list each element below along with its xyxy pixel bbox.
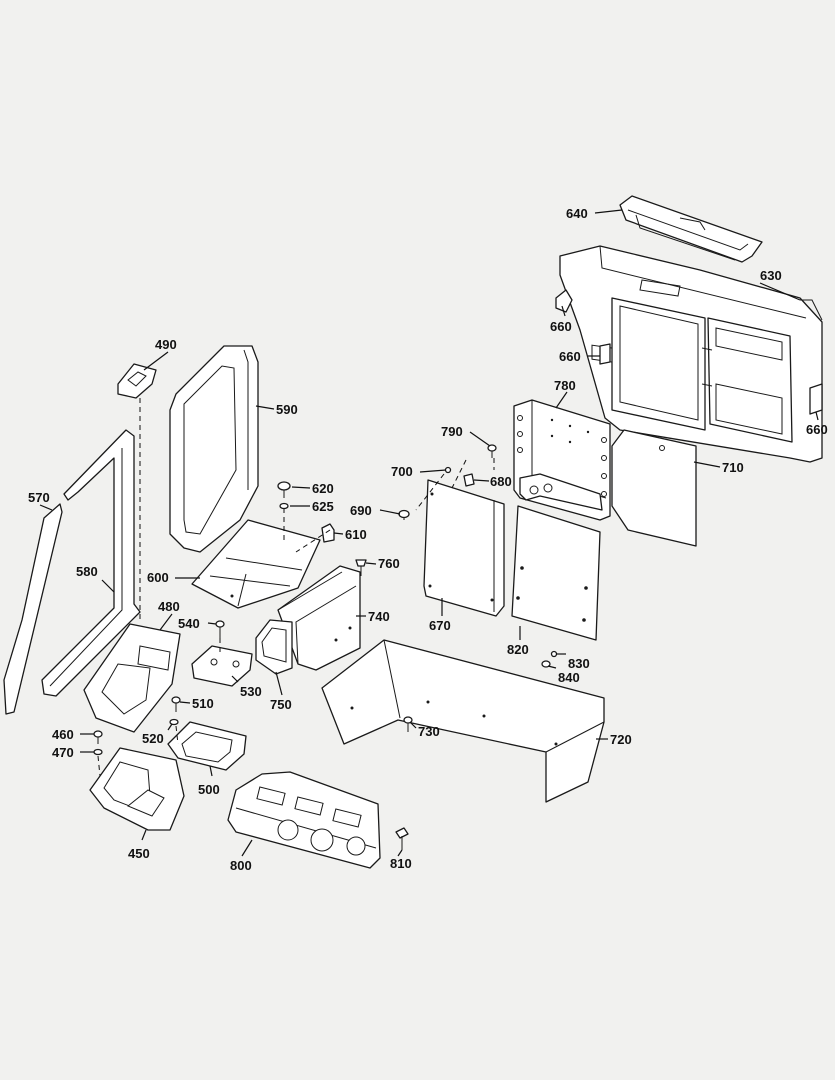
callout-500: 500 bbox=[198, 782, 220, 797]
callout-790: 790 bbox=[441, 424, 463, 439]
callout-780: 780 bbox=[554, 378, 576, 393]
part-740-duct-box bbox=[277, 565, 361, 671]
part-630-rear-wall-panel bbox=[559, 245, 823, 463]
callout-640: 640 bbox=[566, 206, 588, 221]
part-750-grille bbox=[255, 619, 293, 675]
part-810-screw bbox=[395, 827, 409, 850]
callout-610: 610 bbox=[345, 527, 367, 542]
callout-530: 530 bbox=[240, 684, 262, 699]
callout-760: 760 bbox=[378, 556, 400, 571]
part-610-clip bbox=[321, 523, 335, 543]
part-720-side-panel bbox=[321, 639, 605, 803]
part-480-floor-plate bbox=[83, 623, 181, 733]
callout-730: 730 bbox=[418, 724, 440, 739]
callout-690: 690 bbox=[350, 503, 372, 518]
callout-470: 470 bbox=[52, 745, 74, 760]
part-620-knob bbox=[277, 481, 291, 498]
part-510-screw bbox=[171, 696, 181, 712]
part-600-floor-cover bbox=[191, 519, 321, 609]
callout-590: 590 bbox=[276, 402, 298, 417]
leader-lines bbox=[39, 209, 819, 857]
part-710-cover-plate bbox=[611, 429, 697, 547]
part-570-trim-strip bbox=[3, 503, 63, 715]
part-800-dash-panel bbox=[227, 771, 381, 869]
part-660-clip-right bbox=[809, 383, 823, 415]
callout-450: 450 bbox=[128, 846, 150, 861]
callout-600: 600 bbox=[147, 570, 169, 585]
callout-540: 540 bbox=[178, 616, 200, 631]
part-540-screw bbox=[215, 620, 225, 638]
part-780-bracket bbox=[513, 399, 611, 521]
part-450-floor-plate bbox=[89, 747, 185, 831]
callout-625: 625 bbox=[312, 499, 334, 514]
part-520-washer bbox=[169, 718, 179, 726]
callout-840: 840 bbox=[558, 670, 580, 685]
part-490-bracket bbox=[117, 363, 157, 399]
part-625-washer bbox=[279, 502, 289, 510]
part-680-clip bbox=[463, 473, 475, 487]
callout-800: 800 bbox=[230, 858, 252, 873]
callout-750: 750 bbox=[270, 697, 292, 712]
part-660-clip-middle bbox=[599, 343, 611, 365]
callout-660-middle: 660 bbox=[559, 349, 581, 364]
part-580-pillar-frame bbox=[41, 429, 141, 697]
part-730-screw bbox=[403, 716, 413, 732]
part-460-screw bbox=[93, 730, 103, 744]
part-790-screw bbox=[487, 444, 497, 458]
assembly-lines bbox=[97, 398, 495, 777]
callout-680: 680 bbox=[490, 474, 512, 489]
callout-710: 710 bbox=[722, 460, 744, 475]
callout-820: 820 bbox=[507, 642, 529, 657]
callout-620: 620 bbox=[312, 481, 334, 496]
callout-740: 740 bbox=[368, 609, 390, 624]
callout-660-upper: 660 bbox=[550, 319, 572, 334]
part-690-screw bbox=[398, 509, 410, 520]
callout-480: 480 bbox=[158, 599, 180, 614]
callout-700: 700 bbox=[391, 464, 413, 479]
callout-810: 810 bbox=[390, 856, 412, 871]
part-830-washer bbox=[550, 650, 558, 658]
callout-630: 630 bbox=[760, 268, 782, 283]
callout-510: 510 bbox=[192, 696, 214, 711]
callout-830: 830 bbox=[568, 656, 590, 671]
callout-580: 580 bbox=[76, 564, 98, 579]
part-530-plate bbox=[191, 645, 253, 687]
callout-570: 570 bbox=[28, 490, 50, 505]
callout-labels: 640 630 660 660 660 780 790 700 680 710 … bbox=[28, 206, 828, 873]
part-820-panel bbox=[511, 505, 601, 641]
part-660-clip-upper bbox=[555, 289, 573, 313]
callout-520: 520 bbox=[142, 731, 164, 746]
callout-720: 720 bbox=[610, 732, 632, 747]
part-590-window-frame bbox=[169, 345, 259, 553]
callout-490: 490 bbox=[155, 337, 177, 352]
part-640-top-trim bbox=[619, 195, 763, 263]
callout-660-right: 660 bbox=[806, 422, 828, 437]
part-470-washer bbox=[93, 748, 103, 756]
part-500-bracket bbox=[167, 721, 247, 771]
part-670-panel bbox=[423, 479, 505, 617]
part-700-pin bbox=[444, 466, 452, 474]
part-840-screw bbox=[541, 660, 551, 668]
callout-670: 670 bbox=[429, 618, 451, 633]
part-760-screw bbox=[355, 559, 367, 576]
callout-460: 460 bbox=[52, 727, 74, 742]
